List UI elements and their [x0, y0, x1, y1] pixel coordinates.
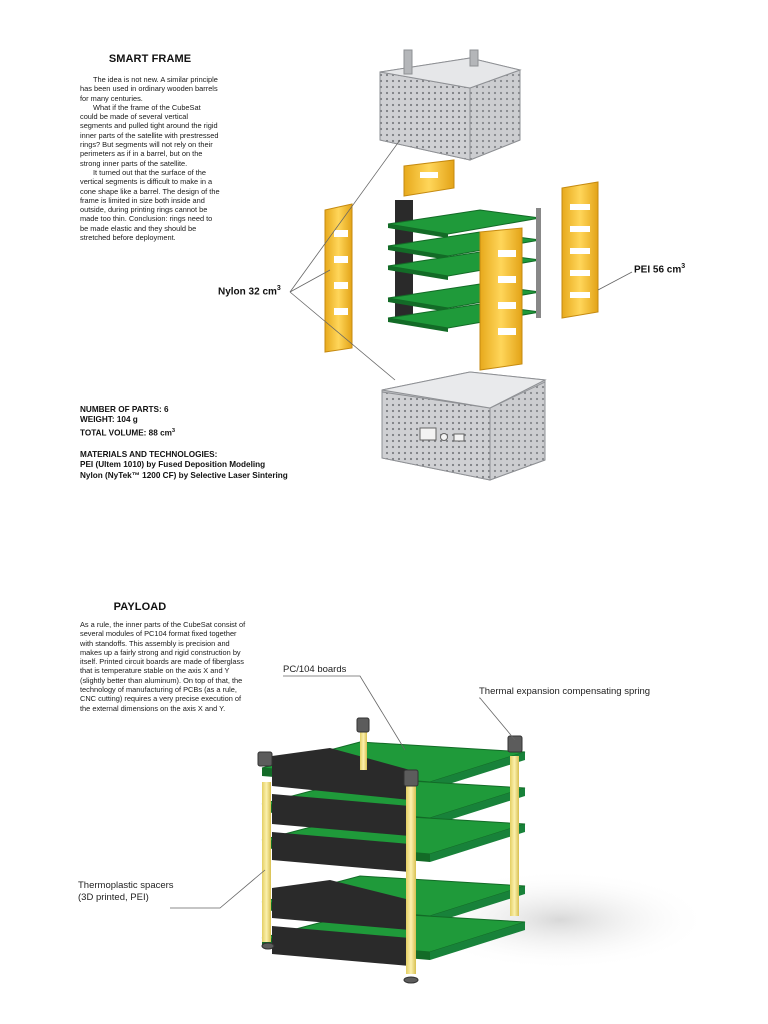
spec-number-of-parts: NUMBER OF PARTS: 6 — [80, 405, 169, 414]
payload-paragraph: As a rule, the inner parts of the CubeSa… — [80, 620, 246, 713]
nylon-segment-left — [324, 203, 353, 353]
payload-leader-lines — [170, 675, 516, 909]
spacer-front-center — [406, 784, 416, 974]
spacers-label: Thermoplastic spacers (3D printed, PEI) — [78, 880, 174, 903]
smart-frame-paragraph-2: What if the frame of the CubeSat could b… — [80, 102, 219, 168]
pc104-boards-label: PC/104 boards — [283, 664, 347, 675]
spacer-back-right — [510, 756, 519, 916]
leader-lines — [289, 139, 633, 381]
spec-total-volume: TOTAL VOLUME: 88 cm3 — [80, 427, 176, 438]
smart-frame-description: The idea is not new. A similar principle… — [80, 75, 220, 242]
nylon-callout: Nylon 32 cm3 — [218, 285, 281, 298]
smart-frame-exploded-illustration — [289, 49, 633, 481]
materials-block: MATERIALS AND TECHNOLOGIES: PEI (Ultem 1… — [80, 450, 380, 481]
payload-title: PAYLOAD — [113, 601, 167, 613]
pei-segment-right — [561, 181, 599, 319]
spacer-front-left — [262, 782, 271, 942]
pei-callout: PEI 56 cm3 — [634, 263, 686, 276]
spring-bolt-icons — [257, 717, 523, 984]
material-pei: PEI (Ultem 1010) by Fused Deposition Mod… — [80, 460, 266, 470]
nylon-segment-front — [479, 227, 523, 371]
smart-frame-title: SMART FRAME — [108, 53, 192, 65]
bottom-frame-cage — [381, 371, 547, 481]
payload-description: As a rule, the inner parts of the CubeSa… — [80, 620, 250, 713]
spacer-back-center — [360, 730, 367, 770]
smart-frame-paragraph-3: It turned out that the surface of the ve… — [80, 167, 220, 243]
thermal-spring-label: Thermal expansion compensating spring — [479, 686, 651, 697]
material-nylon: Nylon (NyTek™ 1200 CF) by Selective Lase… — [80, 470, 288, 480]
nylon-segment-top — [403, 159, 455, 197]
materials-heading: MATERIALS AND TECHNOLOGIES: — [80, 450, 218, 459]
frame-specs: NUMBER OF PARTS: 6 WEIGHT: 104 g TOTAL V… — [80, 405, 300, 439]
smart-frame-paragraph-1: The idea is not new. A similar principle… — [80, 75, 218, 103]
pc104-connectors — [272, 748, 410, 966]
top-frame-cage — [379, 49, 522, 161]
spec-weight: WEIGHT: 104 g — [80, 415, 138, 425]
